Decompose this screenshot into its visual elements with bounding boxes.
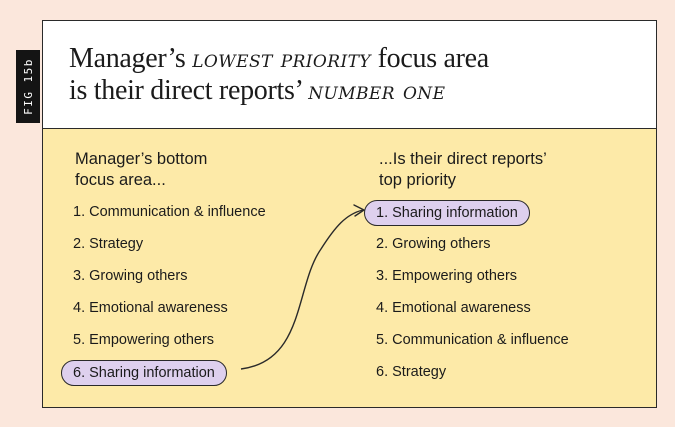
left-list-item: 5. Empowering others [73,332,215,348]
right-list-item: 5. Communication & influence [376,332,569,348]
left-heading-line2: focus area... [75,171,166,189]
headline: Manager’s lowest priority focus area is … [69,43,489,107]
figure-tag: FIG 15b [16,50,40,123]
right-list-item: 3. Empowering others [376,268,518,284]
left-heading-line1: Manager’s bottom [75,150,208,168]
headline-line1-suffix: focus area [370,43,490,74]
headline-line2-prefix: is their direct reports’ [69,75,309,106]
left-column-heading: Manager’s bottom focus area... [75,149,207,191]
right-heading-line2: top priority [379,171,457,189]
arrowhead [353,204,365,217]
left-list-item: 1. Communication & influence [73,204,266,220]
right-list-item: 2. Growing others [376,236,491,252]
header-panel: Manager’s lowest priority focus area is … [43,21,656,129]
headline-line1-script: lowest priority [192,45,371,73]
right-list-item: 4. Emotional awareness [376,300,531,316]
headline-line1-prefix: Manager’s [69,43,193,74]
left-list-item: 3. Growing others [73,268,188,284]
headline-line2-script: number one [308,77,446,105]
right-heading-line1: ...Is their direct reports’ [379,150,547,168]
left-list-item-highlighted: 6. Sharing information [61,360,227,386]
left-list-item: 4. Emotional awareness [73,300,228,316]
connector-curve [240,209,364,370]
right-list-item: 6. Strategy [376,364,447,380]
diagram-card: Manager’s lowest priority focus area is … [42,20,657,408]
right-list-item-highlighted: 1. Sharing information [364,200,530,226]
left-list-item: 2. Strategy [73,236,144,252]
figure-tag-label: FIG 15b [21,58,35,115]
right-column-heading: ...Is their direct reports’ top priority [379,149,547,191]
